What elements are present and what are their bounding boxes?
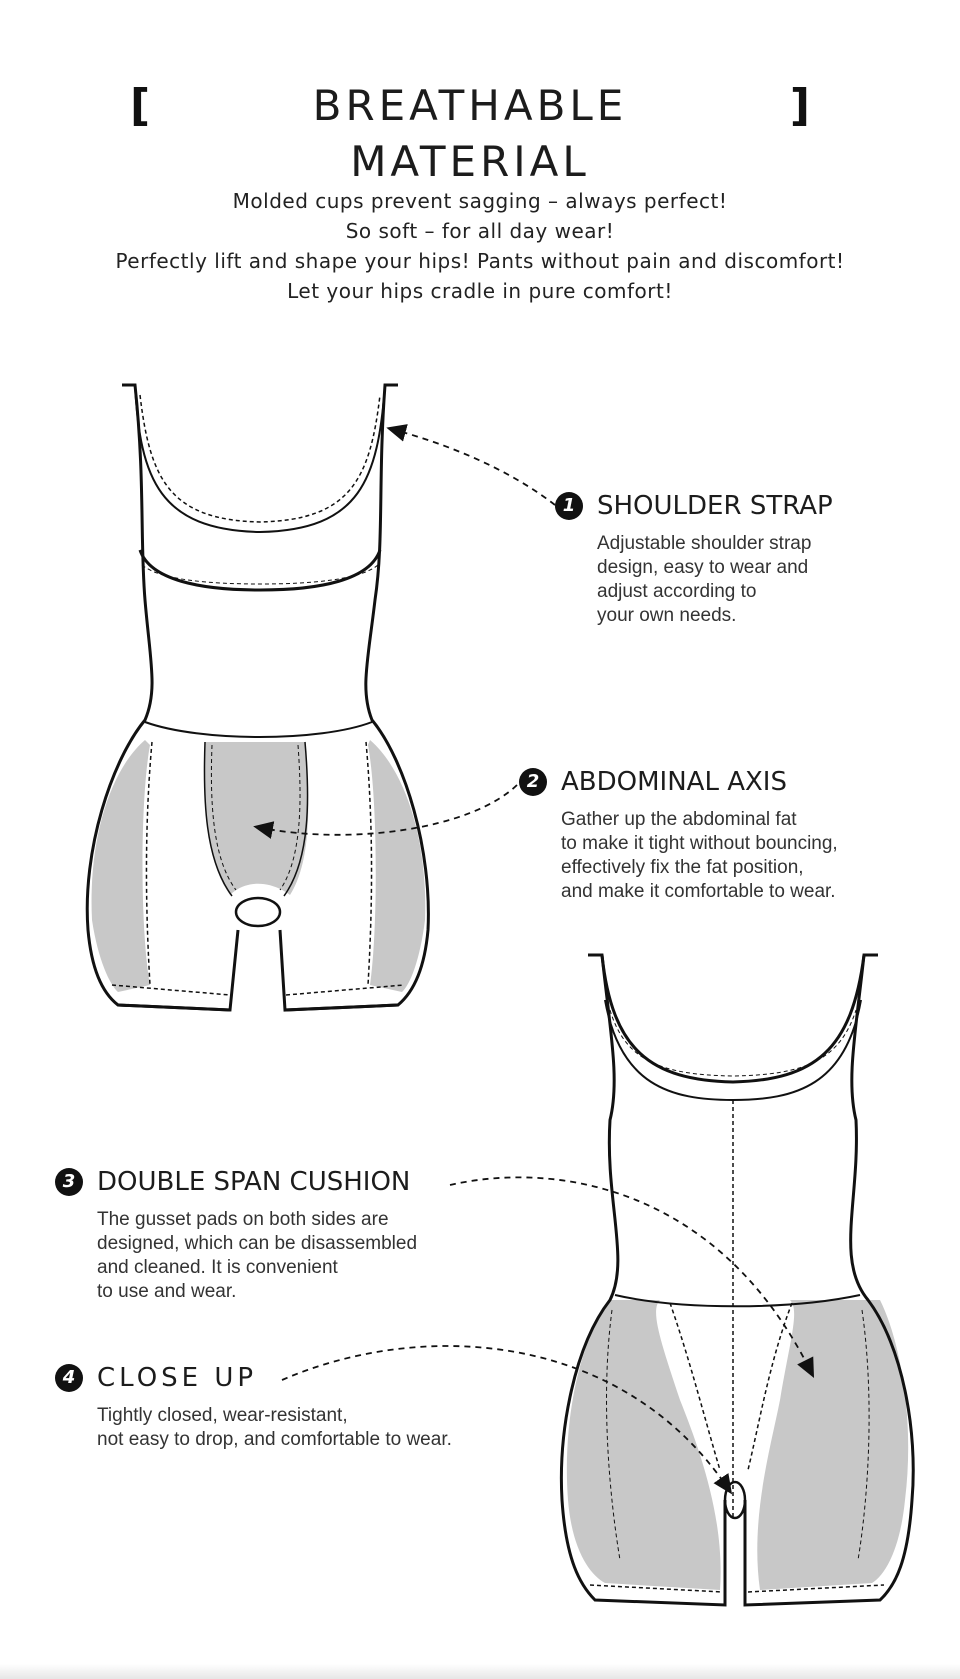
description-line: The gusset pads on both sides are [97, 1209, 389, 1230]
intro-line: Let your hips cradle in pure comfort! [287, 279, 673, 303]
description-line: Gather up the abdominal fat [561, 809, 797, 830]
description-line: and make it comfortable to wear. [561, 881, 836, 902]
description-line: your own needs. [597, 605, 737, 626]
intro-line: So soft – for all day wear! [345, 219, 615, 243]
front-garment [85, 383, 430, 1012]
feature-title: DOUBLE SPAN CUSHION [97, 1167, 411, 1197]
feature-shoulder-strap: 1 SHOULDER STRAP Adjustable shoulder str… [555, 488, 833, 628]
description-line: Tightly closed, wear-resistant, [97, 1405, 348, 1426]
arrow-close-up [281, 1345, 733, 1495]
bottom-divider [0, 1664, 960, 1679]
number-badge: 3 [55, 1168, 83, 1196]
back-garment [559, 953, 915, 1607]
description-line: effectively fix the fat position, [561, 857, 804, 878]
section-header: [ BREATHABLE MATERIAL ] [130, 78, 810, 186]
feature-description: Tightly closed, wear-resistant, not easy… [97, 1404, 452, 1452]
description-line: and cleaned. It is convenient [97, 1257, 338, 1278]
feature-title: SHOULDER STRAP [597, 491, 833, 521]
arrow-shoulder-strap [386, 424, 556, 506]
page-title: BREATHABLE MATERIAL [312, 81, 628, 186]
feature-description: Gather up the abdominal fat to make it t… [561, 808, 838, 904]
intro-line: Molded cups prevent sagging – always per… [232, 189, 728, 213]
feature-description: The gusset pads on both sides are design… [97, 1208, 417, 1304]
feature-double-span-cushion: 3 DOUBLE SPAN CUSHION The gusset pads on… [55, 1164, 417, 1304]
callout-arrows [253, 424, 815, 1495]
description-line: Adjustable shoulder strap [597, 533, 812, 554]
number-badge: 1 [555, 492, 583, 520]
arrow-abdominal-axis [253, 784, 518, 839]
description-line: design, easy to wear and [597, 557, 809, 578]
feature-title: CLOSE UP [97, 1363, 258, 1393]
intro-text: Molded cups prevent sagging – always per… [0, 186, 960, 306]
feature-close-up: 4 CLOSE UP Tightly closed, wear-resistan… [55, 1360, 452, 1452]
description-line: not easy to drop, and comfortable to wea… [97, 1429, 452, 1450]
intro-line: Perfectly lift and shape your hips! Pant… [115, 249, 845, 273]
feature-abdominal-axis: 2 ABDOMINAL AXIS Gather up the abdominal… [519, 764, 838, 904]
right-bracket: ] [789, 80, 810, 131]
feature-title: ABDOMINAL AXIS [561, 767, 787, 797]
description-line: to make it tight without bouncing, [561, 833, 838, 854]
description-line: to use and wear. [97, 1281, 237, 1302]
description-line: adjust according to [597, 581, 757, 602]
number-badge: 2 [519, 768, 547, 796]
description-line: designed, which can be disassembled [97, 1233, 418, 1254]
arrow-double-span-cushion [449, 1176, 815, 1379]
left-bracket: [ [130, 80, 151, 131]
feature-description: Adjustable shoulder strap design, easy t… [597, 532, 833, 628]
number-badge: 4 [55, 1364, 83, 1392]
